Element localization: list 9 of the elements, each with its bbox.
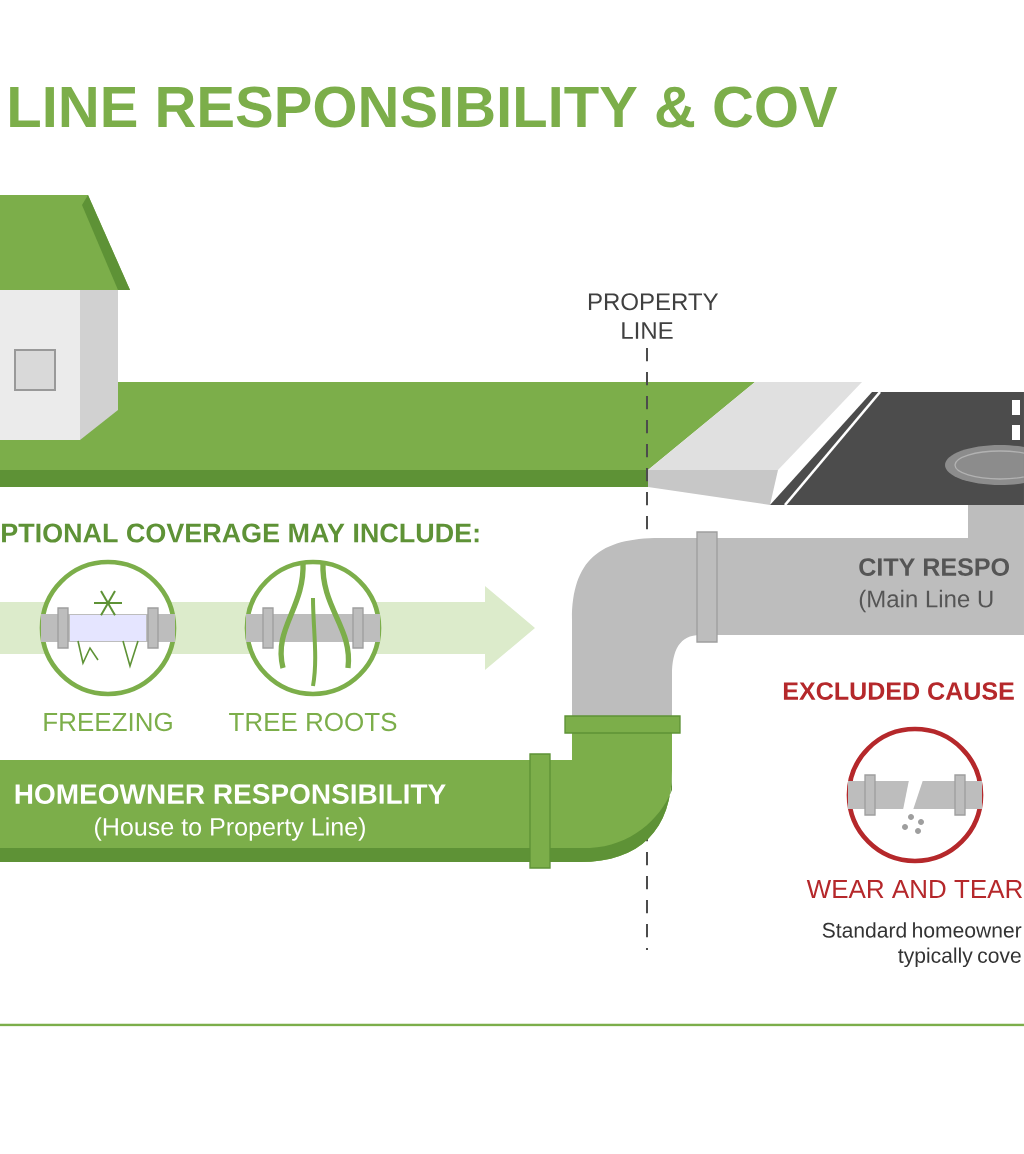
- title: LINE RESPONSIBILITY & COV: [10, 86, 838, 128]
- exclusion-badge: WEAR AND TEAR: [806, 726, 1023, 898]
- property-line-label: PROPERTY LINE: [588, 293, 719, 339]
- node-label: FREEZING: [44, 712, 172, 732]
- node-label: TREE ROOTS: [229, 712, 397, 732]
- note-text: Standard homeowner typically cove: [822, 922, 1022, 968]
- section-heading: PTIONAL COVERAGE MAY INCLUDE:: [2, 523, 479, 543]
- section-heading: EXCLUDED CAUSE: [783, 682, 1014, 700]
- node-label: WEAR AND TEAR: [806, 880, 1023, 898]
